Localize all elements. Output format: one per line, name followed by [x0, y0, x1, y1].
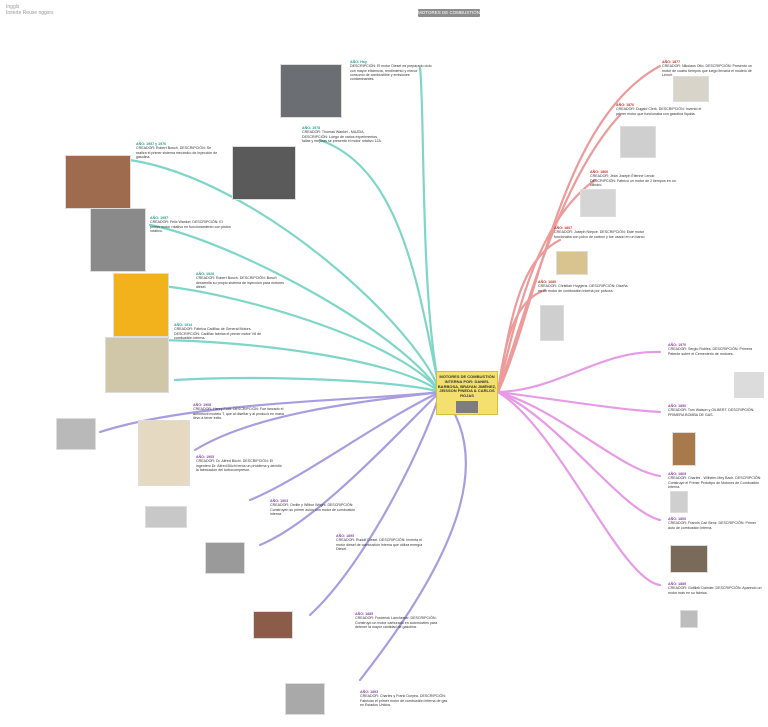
right-node-4-year: AÑO: 1807	[554, 226, 573, 230]
right-node-8[interactable]: AÑO: 1869 CREADOR: Charles - Wilhelm Mey…	[668, 472, 764, 489]
diesel-motor-image	[205, 542, 245, 574]
left-node-11-text: CREADOR: Frederick Lanchester. DESCRIPCI…	[355, 616, 438, 629]
left-node-2[interactable]: AÑO: 1978 CREADOR: Thomas Wankel - MAZDA…	[302, 126, 384, 143]
left-node-11[interactable]: AÑO: 1885 CREADOR: Frederick Lanchester.…	[355, 612, 447, 629]
v8-engine-image	[105, 337, 169, 393]
left-node-12[interactable]: AÑO: 1893 CREADOR: Charles y Frank Durye…	[360, 690, 452, 707]
right-node-6-year: AÑO: 1970	[668, 343, 687, 347]
right-node-2-text: CREADOR: Dugald Clerk. DESCRIPCIÓN: Inve…	[616, 107, 702, 116]
gas-pump-image	[672, 432, 696, 466]
left-node-11-year: AÑO: 1885	[355, 612, 374, 616]
central-topic[interactable]: MOTORES DE COMBUSTIÓN INTERNA POR: DANIE…	[436, 371, 498, 415]
right-node-3-year: AÑO: 1860	[590, 170, 609, 174]
left-node-7[interactable]: AÑO: 1908 CREADOR: Henry Ford. DESCRIPCI…	[193, 403, 285, 420]
left-node-2-year: AÑO: 1978	[302, 126, 321, 130]
right-node-2-year: AÑO: 1876	[616, 103, 635, 107]
left-node-8[interactable]: AÑO: 1905 CREADOR: Dr. Alfred Büchi. DES…	[196, 455, 282, 472]
bosch-poster-image	[113, 273, 169, 337]
daimler-image	[680, 610, 698, 628]
right-node-4[interactable]: AÑO: 1807 CREADOR: Joseph Niépce. DESCRI…	[554, 226, 646, 239]
huygens-engine-image	[540, 305, 564, 341]
left-node-3-year: AÑO: 1957 y 1976	[136, 142, 167, 146]
right-node-10-text: CREADOR: Gottlieb Daimler. DESCRIPCIÓN: …	[668, 586, 762, 595]
benz-car-image	[670, 545, 708, 573]
right-node-8-text: CREADOR: Charles - Wilhelm Mey Bach. DES…	[668, 476, 762, 489]
header-line1: Inggls	[6, 4, 20, 10]
left-node-6-text: CREADOR: Fábrica Cadillac de General Mot…	[174, 327, 262, 340]
left-node-7-text: CREADOR: Henry Ford. DESCRIPCIÓN: Fue la…	[193, 407, 284, 420]
left-node-8-year: AÑO: 1905	[196, 455, 215, 459]
right-node-5-text: CREADOR: Christian Huygens. DESCRIPCIÓN:…	[538, 284, 628, 293]
duryea-car-image	[285, 683, 325, 715]
left-node-7-year: AÑO: 1908	[193, 403, 212, 407]
diesel-engine-image	[280, 64, 342, 118]
rotary-engine-image	[232, 146, 296, 200]
right-node-7[interactable]: AÑO: 1890 CREADOR: Tom Walson y GILBERT.…	[668, 404, 764, 417]
left-node-4-year: AÑO: 1957	[150, 216, 169, 220]
header-info: Inggls Inserte Reuse nggsrs	[6, 4, 54, 16]
cementerio-image	[734, 372, 764, 398]
left-node-5-year: AÑO: 1926	[196, 272, 215, 276]
right-node-10[interactable]: AÑO: 1889 CREADOR: Gottlieb Daimler. DES…	[668, 582, 764, 595]
right-node-3-text: CREADOR: Jean Joseph Étienne Lenoir. DES…	[590, 174, 676, 187]
wright-plane-image	[145, 506, 187, 528]
header-line2: Inserte Reuse nggsrs	[6, 10, 54, 16]
right-node-10-year: AÑO: 1889	[668, 582, 687, 586]
left-node-6[interactable]: AÑO: 1914 CREADOR: Fábrica Cadillac de G…	[174, 323, 268, 340]
left-node-1[interactable]: AÑO: Hoy DESCRIPCIÓN: El motor Diesel es…	[350, 60, 432, 81]
left-node-12-year: AÑO: 1893	[360, 690, 379, 694]
otto-engine-image	[673, 76, 709, 102]
car-plate-image	[65, 155, 131, 209]
right-node-8-year: AÑO: 1869	[668, 472, 687, 476]
model-t-image	[56, 418, 96, 450]
right-node-3[interactable]: AÑO: 1860 CREADOR: Jean Joseph Étienne L…	[590, 170, 682, 187]
right-node-9-text: CREADOR: Francis Carl Benz. DESCRIPCIÓN:…	[668, 521, 757, 530]
right-node-7-text: CREADOR: Tom Walson y GILBERT. DESCRIPCI…	[668, 408, 755, 417]
right-node-1[interactable]: AÑO: 1877 CREADOR: Nikolaus Otto. DESCRI…	[662, 60, 754, 77]
right-node-6[interactable]: AÑO: 1970 CREADOR: Sergio Robles. DESCRI…	[668, 343, 764, 356]
right-node-5-year: AÑO: 1680	[538, 280, 557, 284]
left-node-4-text: CREADOR: Felix Wankel. DESCRIPCIÓN: El p…	[150, 220, 231, 233]
clerk-engine-image	[620, 126, 656, 158]
left-node-9-year: AÑO: 1903	[270, 499, 289, 503]
central-topic-title: MOTORES DE COMBUSTIÓN INTERNA POR: DANIE…	[437, 374, 497, 399]
left-node-8-text: CREADOR: Dr. Alfred Büchi. DESCRIPCIÓN: …	[196, 459, 282, 472]
left-node-3-text: CREADOR: Robert Bosch. DESCRIPCIÓN: Se r…	[136, 146, 218, 159]
central-topic-image	[456, 400, 478, 413]
right-node-2[interactable]: AÑO: 1876 CREADOR: Dugald Clerk. DESCRIP…	[616, 103, 702, 116]
left-node-3[interactable]: AÑO: 1957 y 1976 CREADOR: Robert Bosch. …	[136, 142, 218, 159]
right-node-6-text: CREADOR: Sergio Robles. DESCRIPCIÓN: Pri…	[668, 347, 753, 356]
left-node-5-text: CREADOR: Robert Bosch. DESCRIPCIÓN: Bosc…	[196, 276, 285, 289]
lenoir-engine-image	[580, 189, 616, 217]
wankel-photo	[90, 208, 146, 272]
right-node-9[interactable]: AÑO: 1800 CREADOR: Francis Carl Benz. DE…	[668, 517, 764, 530]
maybach-image	[670, 491, 688, 513]
right-node-5[interactable]: AÑO: 1680 CREADOR: Christian Huygens. DE…	[538, 280, 630, 293]
left-node-1-text: DESCRIPCIÓN: El motor Diesel es preparad…	[350, 64, 432, 82]
buchi-poster-image	[138, 420, 190, 486]
left-node-6-year: AÑO: 1914	[174, 323, 193, 327]
lanchester-car-image	[253, 611, 293, 639]
niepce-image	[556, 251, 588, 275]
left-node-4[interactable]: AÑO: 1957 CREADOR: Felix Wankel. DESCRIP…	[150, 216, 232, 233]
left-node-12-text: CREADOR: Charles y Frank Duryea. DESCRIP…	[360, 694, 448, 707]
left-node-10-year: AÑO: 1895	[336, 534, 355, 538]
left-node-9[interactable]: AÑO: 1903 CREADOR: Orville y Wilbur Wrig…	[270, 499, 362, 516]
right-node-1-year: AÑO: 1877	[662, 60, 681, 64]
right-node-1-text: CREADOR: Nikolaus Otto. DESCRIPCIÓN: Pre…	[662, 64, 752, 77]
left-node-1-year: AÑO: Hoy	[350, 60, 367, 64]
left-node-5[interactable]: AÑO: 1926 CREADOR: Robert Bosch. DESCRIP…	[196, 272, 290, 289]
left-node-10-text: CREADOR: Rudolf Diesel. DESCRIPCIÓN: Inv…	[336, 538, 423, 551]
top-title-button[interactable]: MOTORES DE COMBUSTIÓN	[418, 9, 480, 17]
left-node-9-text: CREADOR: Orville y Wilbur Wright. DESCRI…	[270, 503, 356, 516]
right-node-9-year: AÑO: 1800	[668, 517, 687, 521]
left-node-10[interactable]: AÑO: 1895 CREADOR: Rudolf Diesel. DESCRI…	[336, 534, 428, 551]
right-node-4-text: CREADOR: Joseph Niépce. DESCRIPCIÓN: Est…	[554, 230, 646, 239]
right-node-7-year: AÑO: 1890	[668, 404, 687, 408]
left-node-2-text: CREADOR: Thomas Wankel - MAZDA. DESCRIPC…	[302, 130, 382, 143]
